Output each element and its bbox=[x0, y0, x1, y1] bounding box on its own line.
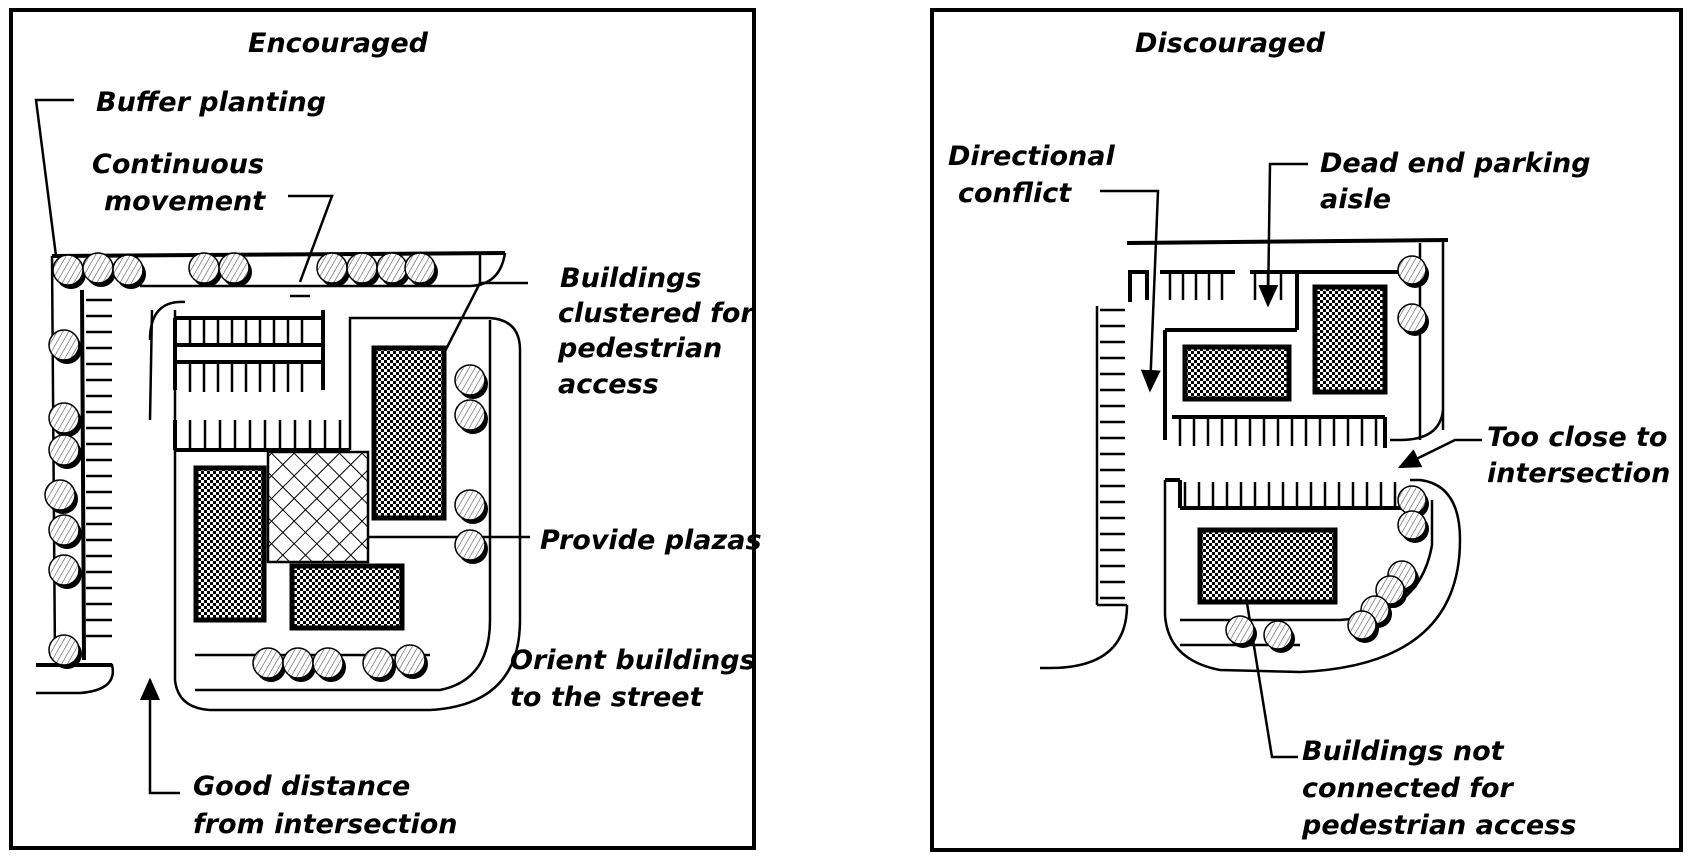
label-orient-buildings-2: to the street bbox=[510, 682, 704, 713]
label-good-distance-2: from intersection bbox=[193, 809, 457, 840]
tree-icon bbox=[282, 647, 314, 679]
label-continuous-movement-2: movement bbox=[104, 186, 266, 217]
tree-icon bbox=[52, 254, 84, 286]
tree-icon bbox=[376, 252, 408, 284]
tree-icon bbox=[112, 254, 144, 286]
panel-discouraged: Discouraged Directional conflict Dead en… bbox=[930, 8, 1683, 852]
building bbox=[1312, 284, 1388, 395]
label-directional-conflict-1: Directional bbox=[948, 141, 1115, 172]
tree-icon bbox=[346, 252, 378, 284]
tree-icon bbox=[1397, 255, 1427, 285]
island-stalls bbox=[188, 320, 342, 448]
buffer-trees bbox=[1225, 255, 1429, 653]
tree-icon bbox=[48, 514, 80, 546]
tree-icon bbox=[454, 364, 486, 396]
panel-encouraged: Encouraged Buffer planting Continuous mo… bbox=[9, 8, 762, 850]
tree-icon bbox=[48, 434, 80, 466]
label-not-connected-2: connected for bbox=[1302, 773, 1515, 804]
tree-icon bbox=[44, 479, 76, 511]
label-not-connected-3: pedestrian access bbox=[1301, 810, 1576, 841]
label-directional-conflict-2: conflict bbox=[958, 178, 1072, 209]
label-buffer-planting: Buffer planting bbox=[96, 87, 326, 118]
label-orient-buildings-1: Orient buildings bbox=[510, 645, 756, 676]
building bbox=[1197, 527, 1338, 605]
building bbox=[1182, 344, 1292, 402]
tree-icon bbox=[1225, 615, 1255, 645]
label-provide-plazas: Provide plazas bbox=[540, 525, 762, 556]
tree-icon bbox=[1263, 620, 1293, 650]
tree-icon bbox=[1397, 485, 1427, 515]
left-street-stalls bbox=[1100, 308, 1125, 600]
panel-title: Encouraged bbox=[248, 28, 429, 59]
tree-icon bbox=[454, 529, 486, 561]
tree-icon bbox=[252, 647, 284, 679]
tree-icon bbox=[1397, 510, 1427, 540]
label-continuous-movement-1: Continuous bbox=[92, 149, 264, 180]
building bbox=[371, 345, 447, 521]
label-dead-end-aisle-2: aisle bbox=[1320, 184, 1391, 215]
buffer-trees bbox=[44, 252, 488, 682]
label-too-close-2: intersection bbox=[1487, 458, 1670, 489]
tree-icon bbox=[1347, 610, 1377, 640]
tree-icon bbox=[312, 647, 344, 679]
tree-icon bbox=[1397, 303, 1427, 333]
panel-title: Discouraged bbox=[1135, 28, 1326, 59]
tree-icon bbox=[218, 252, 250, 284]
tree-icon bbox=[48, 634, 80, 666]
tree-icon bbox=[362, 647, 394, 679]
tree-icon bbox=[454, 399, 486, 431]
label-buildings-clustered-3: pedestrian bbox=[557, 333, 722, 364]
tree-icon bbox=[48, 329, 80, 361]
label-dead-end-aisle-1: Dead end parking bbox=[1320, 148, 1591, 179]
upper-parking-lot bbox=[1128, 270, 1400, 448]
label-too-close-1: Too close to bbox=[1487, 422, 1667, 453]
building bbox=[289, 563, 405, 631]
tree-icon bbox=[48, 554, 80, 586]
plaza bbox=[266, 450, 370, 564]
tree-icon bbox=[394, 644, 426, 676]
label-buildings-clustered-1: Buildings bbox=[560, 263, 702, 294]
tree-icon bbox=[1375, 575, 1405, 605]
tree-icon bbox=[316, 252, 348, 284]
tree-icon bbox=[404, 252, 436, 284]
label-good-distance-1: Good distance bbox=[193, 771, 410, 802]
left-parking-stalls bbox=[86, 298, 112, 638]
tree-icon bbox=[48, 402, 80, 434]
tree-icon bbox=[82, 252, 114, 284]
label-buildings-clustered-4: access bbox=[558, 369, 659, 400]
label-buildings-clustered-2: clustered for bbox=[558, 298, 755, 329]
lower-stalls bbox=[1183, 482, 1397, 506]
label-not-connected-1: Buildings not bbox=[1302, 736, 1505, 767]
tree-icon bbox=[188, 252, 220, 284]
tree-icon bbox=[454, 489, 486, 521]
building bbox=[193, 465, 267, 623]
upper-stalls bbox=[1168, 274, 1378, 446]
